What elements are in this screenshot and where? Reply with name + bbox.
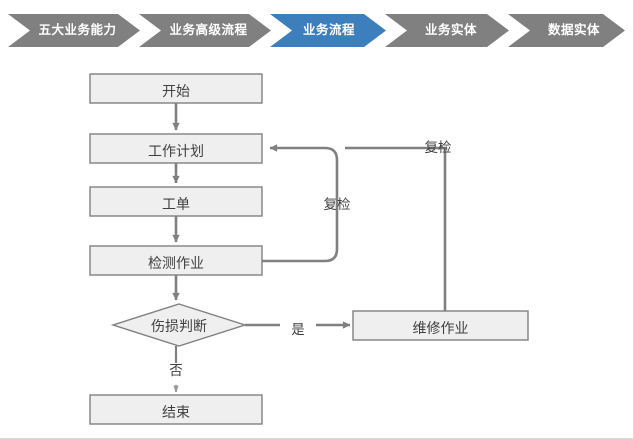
chevron-step-1[interactable]	[8, 14, 140, 47]
node-workplan[interactable]	[89, 133, 263, 164]
node-end[interactable]	[89, 394, 263, 425]
node-workorder[interactable]	[89, 186, 263, 217]
connector-inspect-to-workplan-recheck	[262, 144, 339, 263]
node-start[interactable]	[89, 73, 263, 104]
chevron-step-5[interactable]	[508, 14, 625, 47]
chevron-step-2[interactable]	[139, 14, 271, 47]
node-repair[interactable]	[352, 310, 529, 341]
node-judge-diamond[interactable]	[110, 303, 248, 347]
breadcrumb-shapes	[8, 14, 625, 47]
chevron-step-3-active[interactable]	[270, 14, 386, 47]
node-inspect[interactable]	[89, 245, 263, 276]
connector-repair-to-workplan-recheck	[345, 146, 447, 311]
chevron-step-4[interactable]	[385, 14, 509, 47]
